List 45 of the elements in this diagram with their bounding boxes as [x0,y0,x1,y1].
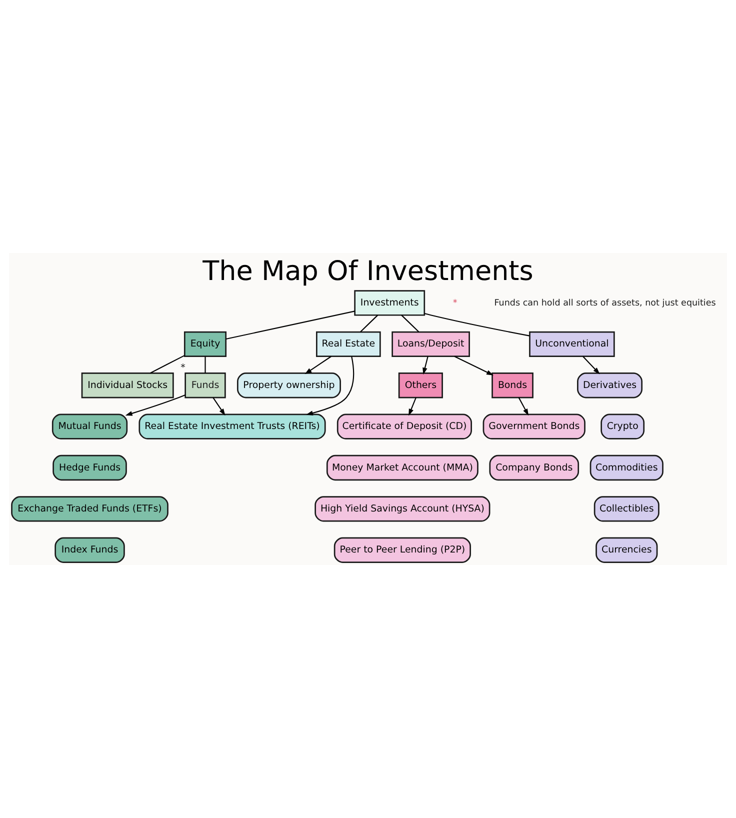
node-box: Certificate of Deposit (CD) [336,414,472,440]
node-box: Money Market Account (MMA) [326,454,478,481]
label: Funds can hold all sorts of assets, not just equities [494,298,716,308]
node-box: Mutual Funds [52,414,128,440]
node-box: Derivatives [577,372,643,398]
node-box: Loans/Deposit [392,331,470,357]
connector [401,314,420,332]
node-box: Exchange Traded Funds (ETFs) [11,496,168,522]
node-box: Company Bonds [489,454,580,481]
arrow [408,397,416,416]
node-box: Bonds [492,372,534,398]
connector [360,314,378,332]
connector [150,354,185,374]
diagram-title: The Map Of Investments [202,256,534,288]
arrow [306,356,354,416]
node-box: Unconventional [529,331,615,357]
node-box: Government Bonds [482,414,586,440]
arrow [304,356,332,374]
node-label: * [180,362,186,374]
node-box: High Yield Savings Account (HYSA) [314,496,490,522]
node-box: Real Estate [316,331,381,357]
arrow [518,397,529,416]
node-box: Commodities [590,454,664,481]
node-box: Funds [184,372,226,398]
node-box: Real Estate Investment Trusts (REITs) [138,414,326,440]
node-box: Equity [184,331,227,357]
node-box: Currencies [596,537,658,563]
connector [424,313,530,336]
node-box: Property ownership [236,372,341,398]
node-box: Crypto [600,414,645,440]
node-box: Peer to Peer Lending (P2P) [334,537,471,563]
arrow [212,397,226,416]
arrow [125,394,186,416]
label: * [452,298,458,308]
arrow [454,356,494,376]
node-box: Individual Stocks [81,372,174,398]
node-box: Index Funds [54,537,125,563]
node-box: Investments [354,290,426,316]
arrow [422,356,428,375]
node-box: Collectibles [594,496,660,522]
node-box: Hedge Funds [52,454,127,481]
node-box: Others [398,372,443,398]
arrow [582,356,600,374]
connector [226,310,355,340]
connector [204,356,206,374]
